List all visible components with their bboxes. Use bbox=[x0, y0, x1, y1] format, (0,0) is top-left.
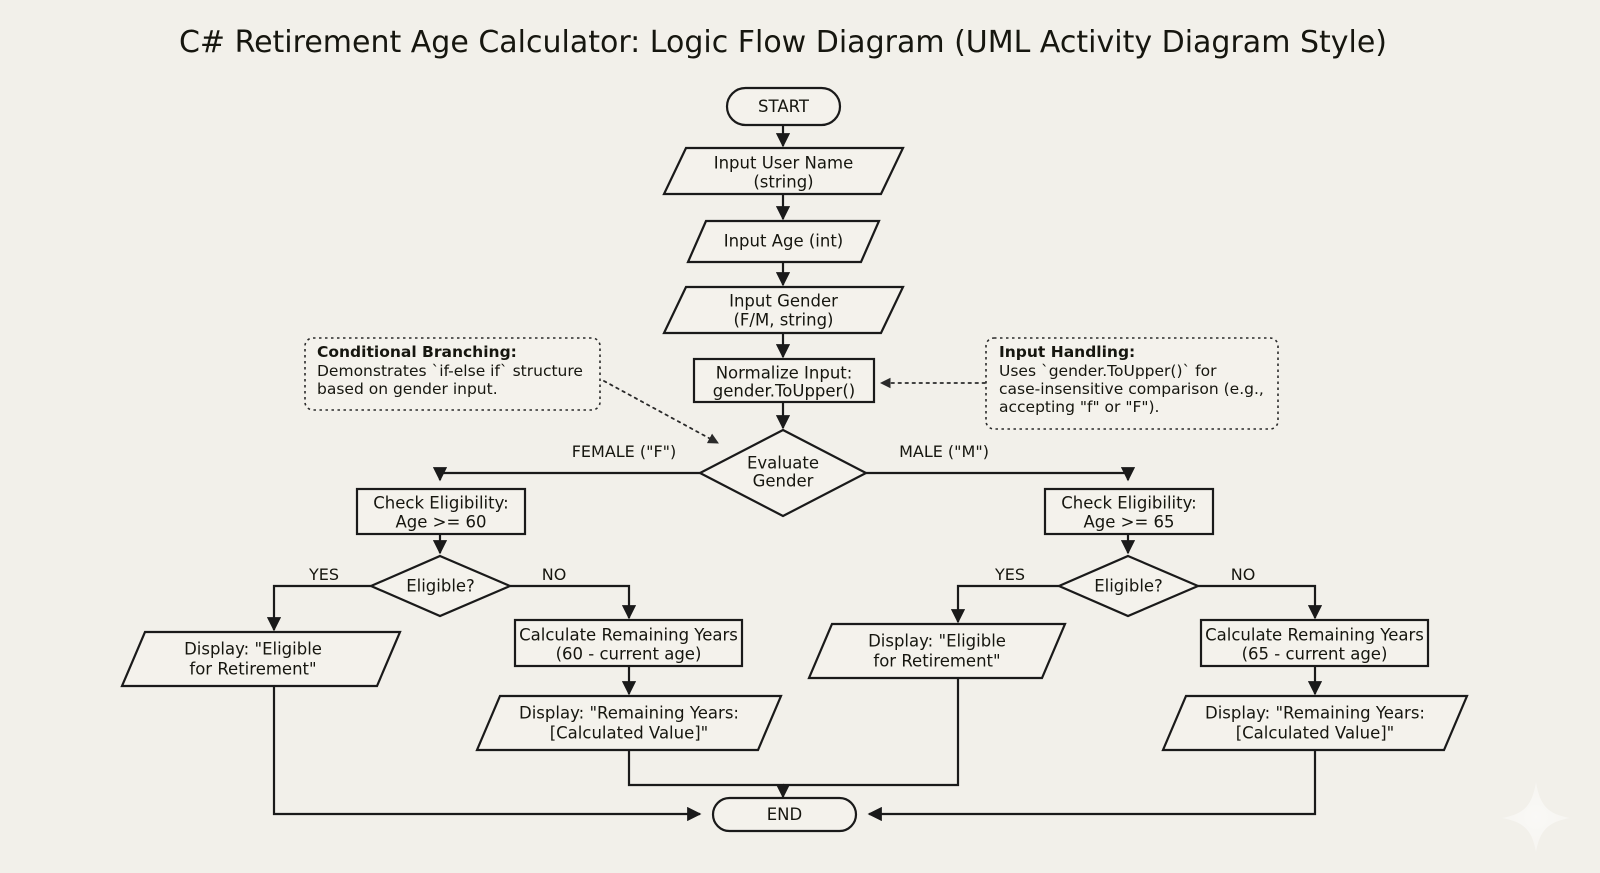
note-conditional-branching-line2: based on gender input. bbox=[317, 380, 498, 398]
node-input-user-name[interactable]: Input User Name (string) bbox=[662, 146, 905, 196]
edge-evaluate-female bbox=[432, 467, 700, 482]
note-conditional-branching-line1: Demonstrates `if-else if` structure bbox=[317, 362, 583, 380]
node-display-remaining-female[interactable]: Display: "Remaining Years: [Calculated V… bbox=[475, 694, 783, 752]
node-display-eligible-female-line2: for Retirement" bbox=[189, 660, 316, 679]
node-display-eligible-male-line2: for Retirement" bbox=[873, 652, 1000, 671]
node-end[interactable]: END bbox=[711, 796, 858, 833]
edge-evaluate-male bbox=[866, 467, 1136, 482]
node-calculate-male-line2: (65 - current age) bbox=[1242, 645, 1388, 664]
node-calculate-male-line1: Calculate Remaining Years bbox=[1205, 626, 1424, 645]
node-start-label: START bbox=[758, 97, 810, 116]
node-input-age[interactable]: Input Age (int) bbox=[686, 219, 881, 264]
edge-left-yes bbox=[266, 584, 371, 632]
node-display-eligible-male[interactable]: Display: "Eligible for Retirement" bbox=[807, 622, 1067, 680]
sparkle-icon bbox=[1502, 782, 1570, 852]
note-input-handling-line2: case-insensitive comparison (e.g., bbox=[999, 380, 1264, 398]
edge-label-no-right: NO bbox=[1231, 565, 1256, 584]
node-display-eligible-female-line1: Display: "Eligible bbox=[184, 640, 322, 659]
node-input-user-name-line2: (string) bbox=[753, 173, 813, 192]
edge-right-eligible-to-end bbox=[783, 678, 960, 787]
node-input-gender-line2: (F/M, string) bbox=[733, 311, 833, 330]
edge-right-remaining-to-end bbox=[867, 750, 1317, 822]
node-calculate-female-line1: Calculate Remaining Years bbox=[519, 626, 738, 645]
node-evaluate-gender-line2: Gender bbox=[753, 472, 814, 491]
node-display-remaining-male[interactable]: Display: "Remaining Years: [Calculated V… bbox=[1161, 694, 1469, 752]
edge-label-no-left: NO bbox=[542, 565, 567, 584]
note-input-handling: Input Handling: Uses `gender.ToUpper()` … bbox=[985, 337, 1279, 430]
edge-label-yes-right: YES bbox=[994, 565, 1025, 584]
node-display-remaining-female-line2: [Calculated Value]" bbox=[550, 724, 709, 743]
node-display-eligible-male-line1: Display: "Eligible bbox=[868, 632, 1006, 651]
node-calculate-female-line2: (60 - current age) bbox=[556, 645, 702, 664]
note-conditional-branching-heading: Conditional Branching: bbox=[317, 343, 517, 361]
note-input-handling-line1: Uses `gender.ToUpper()` for bbox=[999, 362, 1217, 380]
node-input-user-name-line1: Input User Name bbox=[714, 154, 854, 173]
node-normalize-input-line1: Normalize Input: bbox=[716, 364, 853, 383]
edge-right-yes bbox=[950, 584, 1059, 624]
node-display-remaining-female-line1: Display: "Remaining Years: bbox=[519, 704, 739, 723]
node-check-eligibility-female[interactable]: Check Eligibility: Age >= 60 bbox=[355, 487, 527, 536]
node-calculate-male[interactable]: Calculate Remaining Years (65 - current … bbox=[1199, 618, 1430, 668]
node-eligible-female[interactable]: Eligible? bbox=[368, 554, 513, 618]
node-evaluate-gender[interactable]: Evaluate Gender bbox=[697, 428, 869, 518]
node-calculate-female[interactable]: Calculate Remaining Years (60 - current … bbox=[513, 618, 744, 668]
edge-left-no bbox=[510, 584, 637, 620]
node-input-age-label: Input Age (int) bbox=[724, 232, 844, 251]
node-normalize-input[interactable]: Normalize Input: gender.ToUpper() bbox=[692, 357, 876, 404]
note-input-handling-heading: Input Handling: bbox=[999, 343, 1135, 361]
note-conditional-branching: Conditional Branching: Demonstrates `if-… bbox=[304, 337, 601, 411]
edge-right-no bbox=[1198, 584, 1323, 620]
edge-label-yes-left: YES bbox=[308, 565, 339, 584]
node-check-eligibility-female-line1: Check Eligibility: bbox=[373, 494, 508, 513]
node-eligible-male-label: Eligible? bbox=[1094, 577, 1163, 596]
edge-label-male: MALE ("M") bbox=[899, 442, 989, 461]
node-check-eligibility-male[interactable]: Check Eligibility: Age >= 65 bbox=[1043, 487, 1215, 536]
node-start[interactable]: START bbox=[725, 86, 842, 127]
node-input-gender-line1: Input Gender bbox=[729, 292, 838, 311]
page-title: C# Retirement Age Calculator: Logic Flow… bbox=[179, 25, 1387, 60]
node-eligible-female-label: Eligible? bbox=[406, 577, 475, 596]
node-display-remaining-male-line1: Display: "Remaining Years: bbox=[1205, 704, 1425, 723]
node-evaluate-gender-line1: Evaluate bbox=[747, 454, 819, 473]
edge-label-female: FEMALE ("F") bbox=[572, 442, 677, 461]
node-normalize-input-line2: gender.ToUpper() bbox=[713, 382, 855, 401]
edge-left-eligible-to-end bbox=[272, 686, 702, 822]
node-input-gender[interactable]: Input Gender (F/M, string) bbox=[662, 285, 905, 335]
node-check-eligibility-female-line2: Age >= 60 bbox=[395, 513, 486, 532]
note-connector-conditional-branching bbox=[603, 380, 719, 444]
node-display-remaining-male-line2: [Calculated Value]" bbox=[1236, 724, 1395, 743]
note-input-handling-line3: accepting "f" or "F"). bbox=[999, 398, 1159, 416]
node-display-eligible-female[interactable]: Display: "Eligible for Retirement" bbox=[120, 630, 402, 688]
node-check-eligibility-male-line2: Age >= 65 bbox=[1083, 513, 1174, 532]
edge-left-remaining-to-end bbox=[627, 750, 791, 799]
node-check-eligibility-male-line1: Check Eligibility: bbox=[1061, 494, 1196, 513]
node-eligible-male[interactable]: Eligible? bbox=[1056, 554, 1201, 618]
node-end-label: END bbox=[767, 805, 802, 824]
